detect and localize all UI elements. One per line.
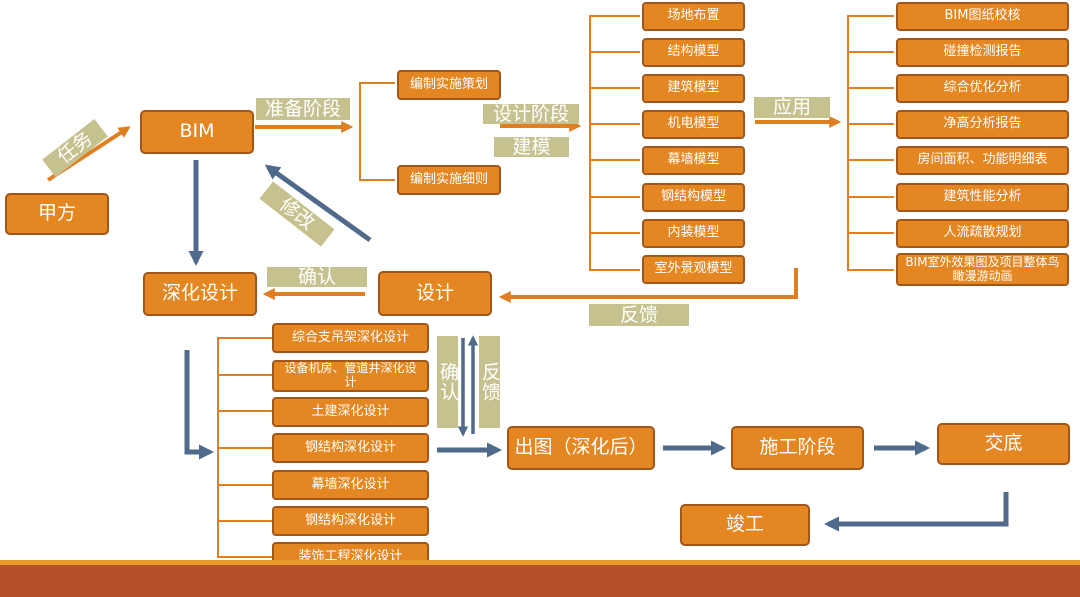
bracket-planning: [359, 82, 395, 181]
node-shigong: 施工阶段: [731, 426, 864, 470]
tag-fankui-h: 反馈: [589, 304, 689, 326]
tag-fankui-v: 反馈: [479, 336, 501, 428]
application-item: BIM室外效果图及项目整体鸟瞰漫游动画: [896, 253, 1069, 286]
deepening-item: 土建深化设计: [272, 397, 429, 427]
model-item: 内装模型: [642, 219, 745, 248]
arrow-modify-bim: [264, 164, 372, 243]
application-item: BIM图纸校核: [896, 2, 1069, 31]
model-item: 建筑模型: [642, 74, 745, 103]
model-item: 室外景观模型: [642, 255, 745, 284]
node-plan-detail: 编制实施细则: [397, 165, 501, 195]
model-item: 结构模型: [642, 38, 745, 67]
node-plan-strategy: 编制实施策划: [397, 70, 501, 100]
tag-yingyong: 应用: [754, 97, 830, 118]
arrow-feedback-design: [498, 268, 798, 303]
arrow-jiaodi-jungong: [824, 492, 1009, 532]
tag-zhunbei: 准备阶段: [256, 98, 350, 120]
node-chutu: 出图（深化后）: [507, 426, 655, 470]
application-item: 建筑性能分析: [896, 183, 1069, 212]
tag-queren-v: 确认: [437, 336, 459, 428]
floor-band: [0, 565, 1080, 597]
bracket-deepening: [217, 337, 272, 558]
floor-accent-line: [0, 560, 1080, 565]
deepening-item: 设备机房、管道井深化设计: [272, 360, 429, 392]
model-item: 钢结构模型: [642, 183, 745, 212]
node-jungong: 竣工: [680, 504, 810, 546]
application-item: 人流疏散规划: [896, 219, 1069, 248]
model-item: 场地布置: [642, 2, 745, 31]
bracket-models: [589, 15, 640, 271]
node-jiafang: 甲方: [5, 193, 109, 235]
application-item: 净高分析报告: [896, 110, 1069, 139]
arrow-deepen-list: [184, 350, 214, 460]
node-sheji: 设计: [378, 271, 492, 316]
deepening-item: 综合支吊架深化设计: [272, 323, 429, 353]
deepening-item: 钢结构深化设计: [272, 433, 429, 463]
node-shenhua-sheji: 深化设计: [143, 272, 257, 316]
node-bim: BIM: [140, 110, 254, 154]
application-item: 房间面积、功能明细表: [896, 146, 1069, 175]
deepening-item: 钢结构深化设计: [272, 506, 429, 536]
application-item: 碰撞检测报告: [896, 38, 1069, 67]
node-jiaodi: 交底: [937, 423, 1070, 465]
deepening-item: 幕墙深化设计: [272, 470, 429, 500]
tag-queren-h: 确认: [267, 267, 367, 287]
tag-jianmo: 建模: [494, 137, 569, 157]
model-item: 幕墙模型: [642, 146, 745, 175]
tag-sheji-jieduan: 设计阶段: [483, 104, 579, 124]
application-item: 综合优化分析: [896, 74, 1069, 103]
model-item: 机电模型: [642, 110, 745, 139]
bracket-applications: [847, 15, 894, 271]
